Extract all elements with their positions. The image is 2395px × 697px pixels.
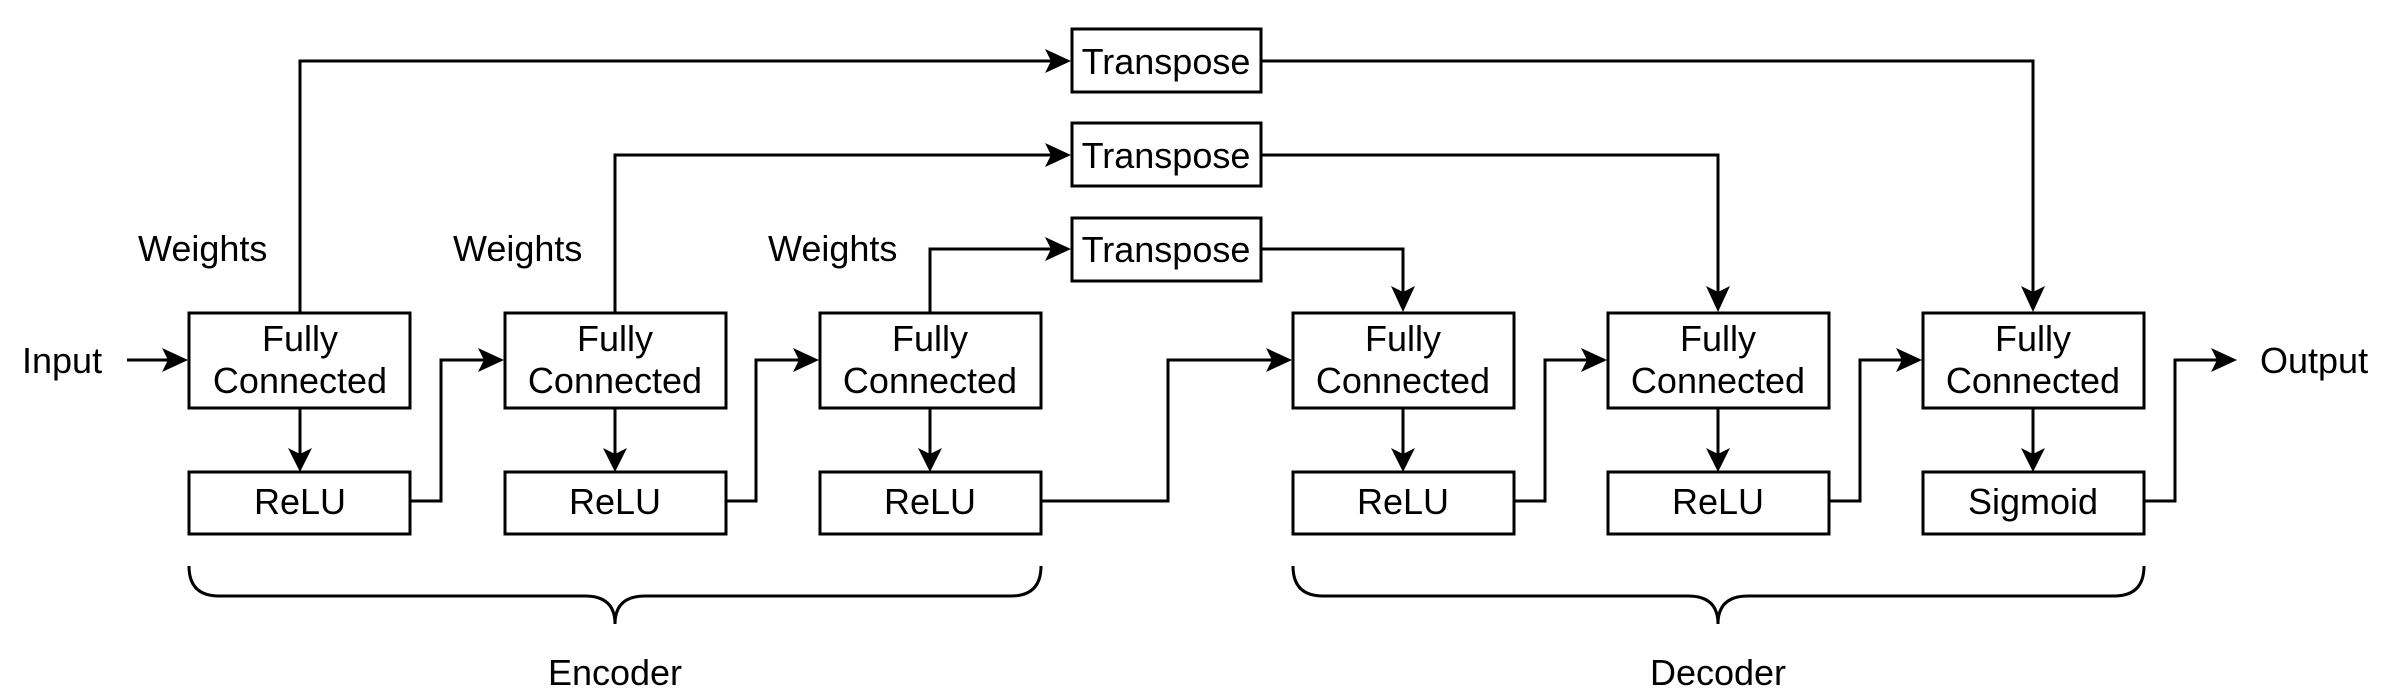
encoder-brace bbox=[187, 565, 1043, 625]
fc-box-decoder-2: Fully Connected bbox=[1606, 311, 1831, 410]
arrow-relu5-to-fc6 bbox=[1828, 358, 1903, 503]
arrowhead-relu4-fc5 bbox=[1581, 348, 1607, 372]
relu-label: ReLU bbox=[254, 481, 346, 522]
fc-label-line1: Fully bbox=[577, 318, 653, 359]
arrowhead-input bbox=[162, 348, 188, 372]
arrowhead-relu1-fc2 bbox=[478, 348, 504, 372]
relu-label: ReLU bbox=[884, 481, 976, 522]
arrow-transpose2-to-fc5 bbox=[1261, 153, 1720, 293]
arrowhead-fc2-relu2 bbox=[603, 448, 627, 472]
fc-label-line1: Fully bbox=[1365, 318, 1441, 359]
arrow-relu4-to-fc5 bbox=[1513, 358, 1588, 503]
weights-label-3: Weights bbox=[768, 228, 897, 269]
arrowhead-output bbox=[2211, 348, 2237, 372]
arrow-sigmoid-to-output bbox=[2143, 358, 2218, 503]
arrow-weights1-to-transpose1 bbox=[298, 59, 1052, 313]
arrow-transpose3-to-fc4 bbox=[1261, 247, 1405, 293]
arrowhead-fc1-relu1 bbox=[288, 448, 312, 472]
transpose-box-3: Transpose bbox=[1070, 216, 1263, 283]
weights-label-2: Weights bbox=[453, 228, 582, 269]
relu-label: ReLU bbox=[1357, 481, 1449, 522]
arrowhead-fc5-weights bbox=[1706, 286, 1730, 312]
fc-label-line2: Connected bbox=[1316, 360, 1490, 401]
arrowhead-transpose3 bbox=[1045, 237, 1071, 261]
arrowhead-relu2-fc3 bbox=[793, 348, 819, 372]
arrowhead-transpose1 bbox=[1045, 49, 1071, 73]
arrowhead-relu5-fc6 bbox=[1896, 348, 1922, 372]
transpose-label: Transpose bbox=[1082, 41, 1251, 82]
arrowhead-fc4-weights bbox=[1391, 286, 1415, 312]
sigmoid-box: Sigmoid bbox=[1921, 470, 2146, 536]
encoder-label: Encoder bbox=[548, 652, 682, 693]
fc-label-line2: Connected bbox=[213, 360, 387, 401]
fc-box-decoder-1: Fully Connected bbox=[1291, 311, 1516, 410]
arrowhead-relu3-fc4 bbox=[1266, 348, 1292, 372]
relu-box-5: ReLU bbox=[1606, 470, 1831, 536]
arrow-weights3-to-transpose3 bbox=[928, 247, 1052, 313]
fc-label-line2: Connected bbox=[843, 360, 1017, 401]
fc-box-encoder-3: Fully Connected bbox=[818, 311, 1043, 410]
fc-box-encoder-1: Fully Connected bbox=[187, 311, 412, 410]
fc-box-decoder-3: Fully Connected bbox=[1921, 311, 2146, 410]
weights-label-1: Weights bbox=[138, 228, 267, 269]
arrow-relu3-to-fc4 bbox=[1040, 358, 1273, 503]
transpose-label: Transpose bbox=[1082, 135, 1251, 176]
fc-label-line1: Fully bbox=[1995, 318, 2071, 359]
decoder-brace bbox=[1291, 565, 2146, 625]
fc-label-line1: Fully bbox=[262, 318, 338, 359]
arrowhead-fc6-weights bbox=[2021, 286, 2045, 312]
arrowhead-fc6-sigmoid bbox=[2021, 448, 2045, 472]
arrowhead-fc3-relu3 bbox=[918, 448, 942, 472]
arrow-transpose1-to-fc6 bbox=[1261, 59, 2035, 293]
fc-label-line1: Fully bbox=[892, 318, 968, 359]
arrow-relu1-to-fc2 bbox=[410, 358, 485, 503]
transpose-box-2: Transpose bbox=[1070, 121, 1263, 188]
relu-box-4: ReLU bbox=[1291, 470, 1516, 536]
fc-box-encoder-2: Fully Connected bbox=[503, 311, 728, 410]
fc-label-line2: Connected bbox=[1631, 360, 1805, 401]
fc-label-line2: Connected bbox=[528, 360, 702, 401]
sigmoid-label: Sigmoid bbox=[1968, 481, 2098, 522]
transpose-label: Transpose bbox=[1082, 229, 1251, 270]
relu-box-2: ReLU bbox=[503, 470, 728, 536]
decoder-label: Decoder bbox=[1650, 652, 1786, 693]
input-label: Input bbox=[22, 340, 102, 381]
arrowhead-fc4-relu4 bbox=[1391, 448, 1415, 472]
arrowhead-transpose2 bbox=[1045, 143, 1071, 167]
relu-box-1: ReLU bbox=[187, 470, 412, 536]
relu-box-3: ReLU bbox=[818, 470, 1043, 536]
arrow-weights2-to-transpose2 bbox=[613, 153, 1052, 313]
output-label: Output bbox=[2260, 340, 2368, 381]
transpose-box-1: Transpose bbox=[1070, 27, 1263, 94]
relu-label: ReLU bbox=[1672, 481, 1764, 522]
relu-label: ReLU bbox=[569, 481, 661, 522]
arrow-relu2-to-fc3 bbox=[725, 358, 800, 503]
arrowhead-fc5-relu5 bbox=[1706, 448, 1730, 472]
fc-label-line1: Fully bbox=[1680, 318, 1756, 359]
fc-label-line2: Connected bbox=[1946, 360, 2120, 401]
